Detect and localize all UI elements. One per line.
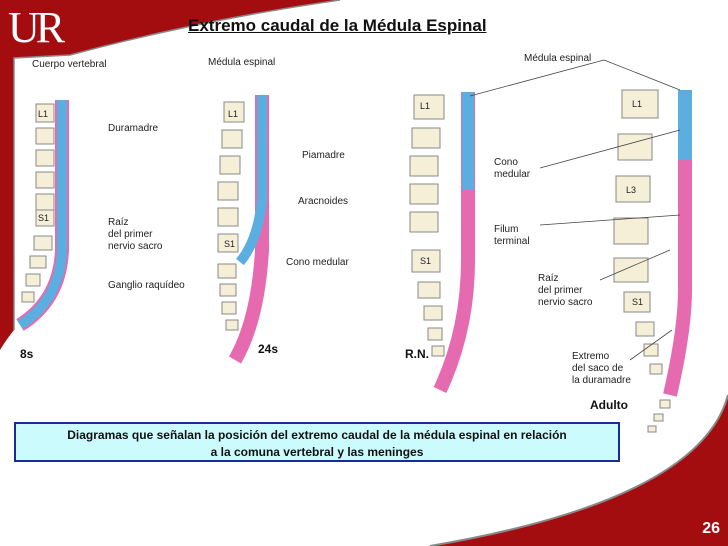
caption-line-2: a la comuna vertebral y las meninges [210,445,424,459]
diagram-adulto [469,59,692,433]
label-cuerpo-vertebral: Cuerpo vertebral [32,59,107,70]
slide-title: Extremo caudal de la Médula Espinal [188,16,487,35]
label-medula-espinal-b: Médula espinal [524,53,592,64]
label-duramadre: Duramadre [108,123,159,134]
label-aracnoides: Aracnoides [298,196,349,207]
university-logo: UR [8,3,65,52]
label-extremo-2: del saco de [572,363,624,374]
vertebra-l3-label: L3 [626,185,637,195]
vertebra-s1-label: S1 [224,239,236,249]
vertebra-l1-label: L1 [228,109,239,119]
vertebra-s1-label: S1 [38,213,50,223]
label-raiz-2: del primer [108,229,153,240]
label-filum-2: terminal [494,236,530,247]
vertebra-s1-label: S1 [420,256,432,266]
stage-label-8s: 8s [20,347,34,361]
diagram-24s [217,95,269,364]
vertebra-l1-label: L1 [420,101,431,111]
diagram-rn [409,92,475,393]
vertebra-s1-label: S1 [632,297,644,307]
label-cono-1: Cono [494,157,518,168]
caption-box: Diagramas que señalan la posición del ex… [14,422,620,462]
vertebra-l1-label: L1 [632,99,643,109]
label-extremo-1: Extremo [572,351,610,362]
label-cono-2: medular [494,169,531,180]
label-raiz-b-2: del primer [538,285,583,296]
page-number: 26 [702,520,720,537]
label-cono-medular: Cono medular [286,257,349,268]
label-extremo-3: la duramadre [572,375,631,386]
caption-line-1: Diagramas que señalan la posición del ex… [67,428,567,442]
label-medula-espinal-a: Médula espinal [208,57,276,68]
stage-label-rn: R.N. [405,347,429,361]
label-piamadre: Piamadre [302,150,345,161]
stage-label-adulto: Adulto [590,398,628,412]
label-raiz-b-3: nervio sacro [538,297,593,308]
diagram-8s [16,100,69,331]
label-raiz-b-1: Raíz [538,273,559,284]
label-filum-1: Filum [494,224,519,235]
label-raiz-1: Raíz [108,217,129,228]
label-ganglio: Ganglio raquídeo [108,280,185,291]
label-raiz-3: nervio sacro [108,241,163,252]
stage-label-24s: 24s [258,342,279,356]
vertebra-l1-label: L1 [38,109,49,119]
